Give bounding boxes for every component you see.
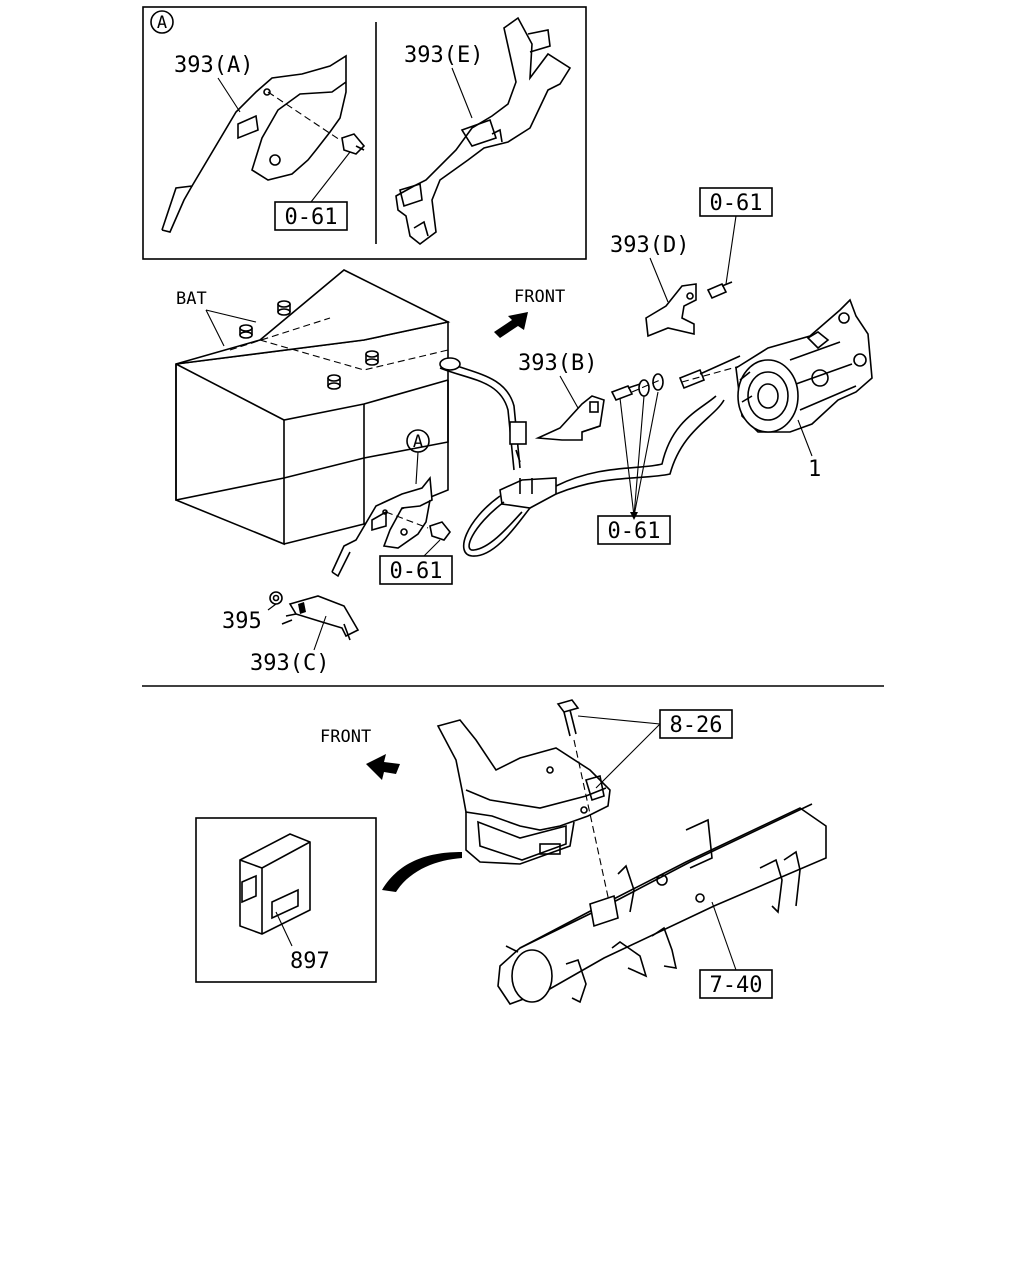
cross-member-7-40 [497, 803, 827, 1005]
inset-pointer-arrow [382, 852, 462, 892]
bracket-393a-detail [161, 54, 366, 233]
starter-motor [735, 298, 873, 433]
svg-text:0-61: 0-61 [710, 191, 763, 216]
label-front-top: FRONT [514, 287, 565, 307]
svg-text:0-61: 0-61 [608, 519, 661, 544]
label-897: 897 [290, 949, 330, 974]
nut-395 [269, 591, 283, 605]
bracket-393e-detail [395, 16, 572, 246]
detail-a-frame: A [142, 6, 587, 260]
battery-pair [175, 269, 451, 546]
module-897-inset [195, 817, 377, 983]
bracket-393a-main [331, 475, 452, 578]
label-front-bottom: FRONT [320, 727, 371, 747]
bracket-393c [281, 595, 360, 641]
detail-marker: A [157, 13, 167, 33]
label-393b: 393(B) [518, 351, 597, 376]
bolt-8-26 [556, 699, 611, 907]
ref-0-61-top: 0-61 [699, 187, 773, 217]
bolt-group-starter [610, 373, 664, 402]
label-starter: 1 [808, 457, 821, 482]
front-arrow-top [494, 312, 528, 338]
bracket-393d [645, 281, 733, 338]
label-bat: BAT [176, 289, 207, 309]
svg-text:0-61: 0-61 [285, 205, 338, 230]
ref-0-61-detail: 0-61 [274, 201, 348, 231]
battery-terminal [277, 300, 291, 316]
battery-terminal [327, 374, 341, 390]
front-arrow-bottom [366, 754, 400, 780]
battery-terminal [239, 324, 253, 339]
module-bracket [436, 719, 611, 865]
ref-7-40: 7-40 [699, 969, 773, 999]
label-393d: 393(D) [610, 233, 689, 258]
label-393c: 393(C) [250, 651, 329, 676]
ref-0-61-mid: 0-61 [597, 515, 671, 545]
svg-text:7-40: 7-40 [710, 973, 763, 998]
label-393a-detail: 393(A) [174, 53, 253, 78]
bracket-393b [534, 395, 605, 441]
label-393e-detail: 393(E) [404, 43, 483, 68]
label-395: 395 [222, 609, 262, 634]
svg-text:8-26: 8-26 [670, 713, 723, 738]
ref-0-61-bat: 0-61 [379, 555, 453, 585]
ref-8-26: 8-26 [659, 709, 733, 739]
marker-a: A [413, 432, 423, 452]
svg-text:0-61: 0-61 [390, 559, 443, 584]
battery-cable [439, 355, 741, 557]
battery-terminal [365, 350, 379, 366]
